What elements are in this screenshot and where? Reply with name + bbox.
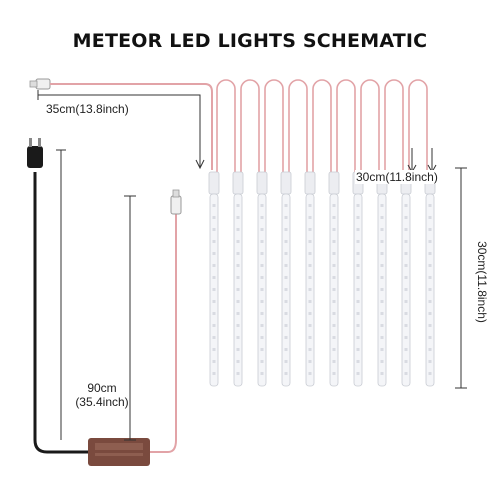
power-cord [33, 172, 88, 454]
tube-spacing-label: 30cm(11.8inch) [355, 170, 439, 184]
connecting-loop [288, 79, 308, 172]
connecting-loop [216, 79, 236, 172]
connecting-loops [216, 79, 428, 172]
connecting-loop [336, 79, 356, 172]
lead-length-dimension [37, 90, 205, 170]
led-tube [208, 171, 220, 387]
led-tube [232, 171, 244, 387]
led-tube [304, 171, 316, 387]
led-tube [376, 171, 388, 387]
connecting-loop [384, 79, 404, 172]
connecting-loop [408, 79, 428, 172]
led-tube [400, 171, 412, 387]
lead-length-label: 35cm(13.8inch) [46, 102, 129, 116]
led-tubes [208, 171, 436, 387]
output-connector-icon [170, 189, 182, 215]
cable-length-inch: (35.4inch) [75, 395, 129, 409]
cable-length-label: 90cm (35.4inch) [62, 381, 142, 409]
spacing-dimension [407, 148, 437, 173]
connecting-loop [360, 79, 380, 172]
power-plug-icon [27, 138, 43, 168]
led-tube [280, 171, 292, 387]
lead-cable [50, 83, 213, 170]
output-cable [150, 212, 177, 453]
input-connector-icon [29, 78, 51, 90]
diagram-title: METEOR LED LIGHTS SCHEMATIC [72, 30, 428, 52]
led-tube [256, 171, 268, 387]
connecting-loop [264, 79, 284, 172]
connecting-loop [312, 79, 332, 172]
cable-length-dimension [124, 195, 136, 441]
tube-length-label: 30cm(11.8inch) [475, 241, 489, 323]
power-adapter [88, 438, 150, 466]
cord-length-dimension [56, 149, 66, 440]
tube-length-dimension [455, 167, 467, 389]
led-tube [352, 171, 364, 387]
led-tube [328, 171, 340, 387]
led-tube [424, 171, 436, 387]
connecting-loop [240, 79, 260, 172]
cable-length-cm: 90cm [87, 381, 117, 395]
